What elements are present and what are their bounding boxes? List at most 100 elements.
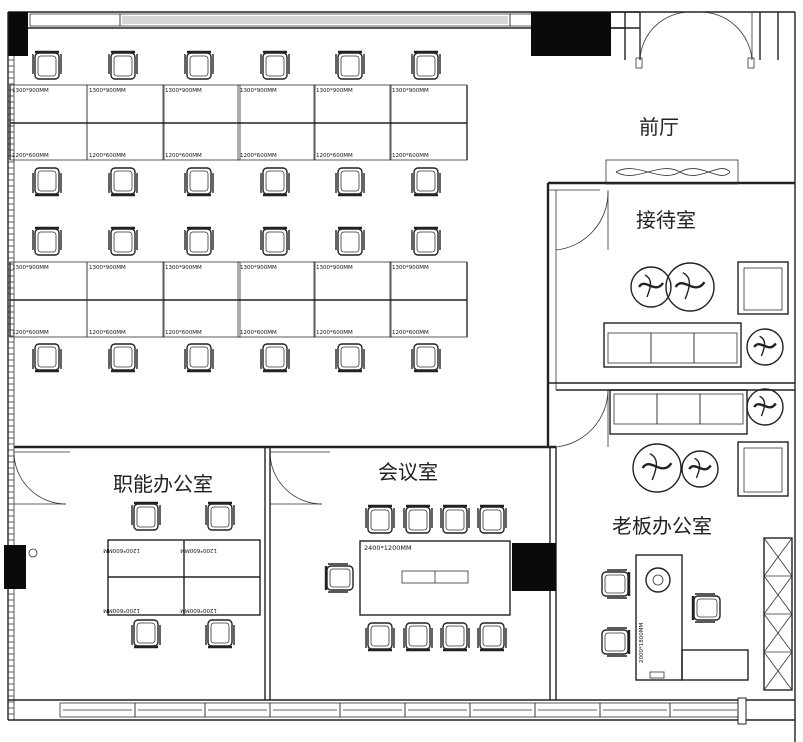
door-arc xyxy=(555,389,609,448)
chair-arm xyxy=(477,508,507,528)
plant-table xyxy=(630,266,672,308)
shelf-cross xyxy=(763,613,793,653)
chair xyxy=(365,504,395,534)
column xyxy=(531,12,611,56)
chair-cushion xyxy=(136,506,156,528)
boss-desk xyxy=(635,554,683,681)
desk-size-label: 1300*900MM xyxy=(12,88,49,94)
chair xyxy=(440,622,470,652)
room-label-lobby: 前厅 xyxy=(639,115,679,139)
chair-arm xyxy=(108,349,138,369)
chair-arm xyxy=(477,628,507,648)
desk-size-label: 1200*600MM xyxy=(316,153,353,159)
armchair xyxy=(737,261,789,315)
chair xyxy=(108,50,138,80)
meeting-table-center xyxy=(401,570,469,584)
room-label-boss-office: 老板办公室 xyxy=(612,514,712,538)
desk-size-label: 1200*600MM xyxy=(392,330,429,336)
furniture xyxy=(9,50,793,691)
sofa-cushion xyxy=(656,393,701,425)
meeting-table xyxy=(359,540,511,616)
chair-arm xyxy=(108,230,138,250)
desk-size-label: 1200*600MM xyxy=(180,607,217,613)
room-label-reception: 接待室 xyxy=(636,208,696,232)
desk-lamp xyxy=(645,567,671,593)
chair xyxy=(601,627,631,657)
chair xyxy=(260,50,290,80)
desk-size-label: 1300*900MM xyxy=(392,88,429,94)
sofa-cushion xyxy=(693,332,738,364)
room-label-function-office: 职能办公室 xyxy=(113,472,213,496)
plant-branch xyxy=(759,395,766,417)
door-arc xyxy=(639,11,691,61)
socket xyxy=(28,548,38,558)
chair-arm xyxy=(32,173,62,193)
column xyxy=(512,543,556,591)
chair-cushion xyxy=(265,346,285,368)
chair-arm xyxy=(440,508,470,528)
door-arc xyxy=(269,451,323,505)
chair-arm xyxy=(205,505,235,525)
chair-cushion xyxy=(416,55,436,77)
chair-arm xyxy=(184,349,214,369)
chair-arm xyxy=(184,230,214,250)
chair-arm xyxy=(260,173,290,193)
chair-cushion xyxy=(696,598,718,618)
chair-cushion xyxy=(37,346,57,368)
chair-cushion xyxy=(445,509,465,531)
chair xyxy=(108,226,138,256)
desk-size-label: 1200*600MM xyxy=(316,330,353,336)
chair xyxy=(411,50,441,80)
desk-size-label: 1200*600MM xyxy=(165,330,202,336)
sofa xyxy=(603,322,742,368)
table-top xyxy=(746,328,784,366)
chair-cushion xyxy=(416,231,436,253)
chair-arm xyxy=(440,628,470,648)
chair-cushion xyxy=(482,509,502,531)
desk-size-label: 1200*600MM xyxy=(180,547,217,553)
plant-table xyxy=(665,262,715,312)
sofa-cushion xyxy=(613,393,658,425)
desk-size-label: 1300*900MM xyxy=(392,265,429,271)
chair xyxy=(411,343,441,373)
column xyxy=(8,12,28,56)
desk-size-label: 1200*600MM xyxy=(240,330,277,336)
door-stop xyxy=(635,57,643,69)
plant-branch xyxy=(694,457,701,479)
table-top xyxy=(665,262,715,312)
chair-arm xyxy=(131,505,161,525)
chair xyxy=(403,504,433,534)
shelf-cross xyxy=(763,575,793,615)
armchair-frame xyxy=(737,261,789,315)
chair xyxy=(184,50,214,80)
chair-arm xyxy=(365,508,395,528)
chair-arm xyxy=(328,563,348,593)
chair-arm xyxy=(411,173,441,193)
chair-arm xyxy=(108,54,138,74)
table-top xyxy=(681,450,719,488)
chair-cushion xyxy=(37,231,57,253)
desk-size-label: 1300*900MM xyxy=(89,265,126,271)
desk-size-label: 1200*600MM xyxy=(89,153,126,159)
chair-cushion xyxy=(408,509,428,531)
chair-cushion xyxy=(265,231,285,253)
door-arc xyxy=(555,191,609,251)
chair xyxy=(324,563,354,593)
chair-arm xyxy=(32,54,62,74)
door-stop xyxy=(747,57,755,69)
chair-arm xyxy=(607,627,627,657)
chair-arm xyxy=(403,628,433,648)
function-desk-group xyxy=(107,539,261,616)
chair xyxy=(108,167,138,197)
chair xyxy=(260,343,290,373)
chair-cushion xyxy=(189,231,209,253)
plant-branch xyxy=(759,335,766,357)
chair xyxy=(32,50,62,80)
chair-cushion xyxy=(37,170,57,192)
desk-size-label: 1200*600MM xyxy=(392,153,429,159)
chair-cushion xyxy=(604,632,626,652)
lobby-cabinet xyxy=(605,159,739,185)
chair xyxy=(131,619,161,649)
shelf-cross xyxy=(763,537,793,577)
chair xyxy=(32,226,62,256)
